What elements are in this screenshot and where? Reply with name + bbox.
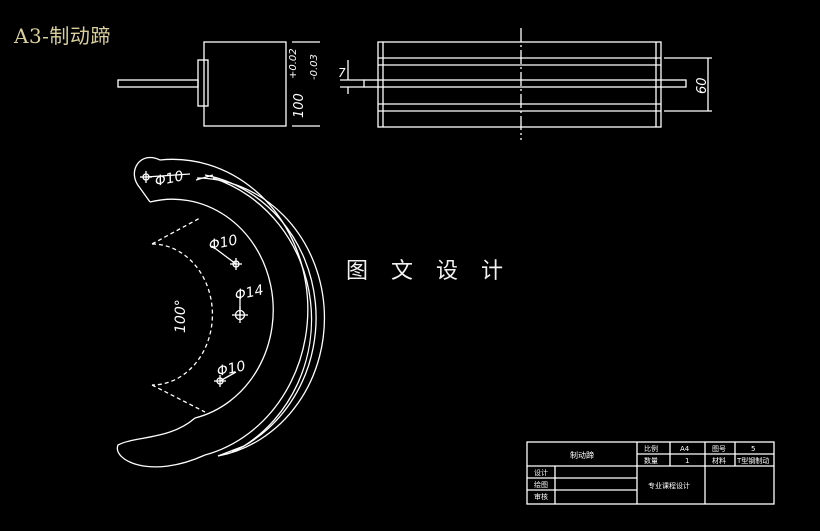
tb-figno-label: 图号 [712, 445, 726, 453]
tb-qty-label: 数量 [644, 456, 658, 465]
tb-course-label: 专业课程设计 [648, 481, 690, 490]
lining-arc-3 [212, 177, 313, 447]
hole-label-4: Φ10 [216, 358, 248, 380]
shoe-outer-arc [159, 158, 309, 456]
lining-arc-2 [204, 174, 317, 453]
shoe-inner-arc [149, 198, 274, 419]
drawing-title: A3-制动蹄 [14, 24, 111, 48]
tb-scale-label: 比例 [644, 444, 658, 453]
tb-figno-value: 5 [751, 445, 755, 453]
title-block [526, 441, 775, 505]
watermark-text: 图 文 设 计 [346, 259, 511, 284]
hole-label-3: Φ14 [234, 282, 266, 304]
hole-2 [211, 245, 242, 270]
hole-4 [214, 371, 237, 387]
center-rod [363, 79, 687, 88]
dim-shaft-length: 100 [292, 93, 307, 118]
tb-material-label: 材料 [712, 456, 726, 465]
hole-1 [140, 171, 191, 183]
cylinder-body [203, 41, 287, 127]
dim-small: 7 [338, 66, 346, 80]
side-view-left [117, 41, 287, 127]
tb-material-value: T型钢制动 [736, 456, 769, 465]
hole-3 [232, 296, 248, 323]
dim-right-height: 60 [695, 77, 710, 94]
dim-tol-upper: +0.02 [288, 48, 299, 79]
dim-tol-lower: -0.03 [309, 54, 320, 80]
tb-draw-label: 绘图 [534, 480, 548, 489]
tb-design-label: 设计 [534, 468, 548, 477]
hole-label-1: Φ10 [154, 168, 186, 190]
tb-scale-value: A4 [680, 445, 690, 453]
tb-part-name: 制动蹄 [570, 450, 594, 460]
tb-review-label: 审核 [534, 492, 548, 501]
tb-qty-value: 1 [685, 457, 689, 465]
side-view-right [340, 28, 712, 140]
brake-shoe-view [116, 157, 326, 468]
lining-arc-1 [196, 177, 326, 457]
outer-body [377, 41, 662, 128]
dim-angle: 100° [173, 299, 189, 333]
flange-step [197, 59, 209, 107]
shaft-rod [117, 79, 199, 88]
hole-label-2: Φ10 [208, 232, 240, 254]
